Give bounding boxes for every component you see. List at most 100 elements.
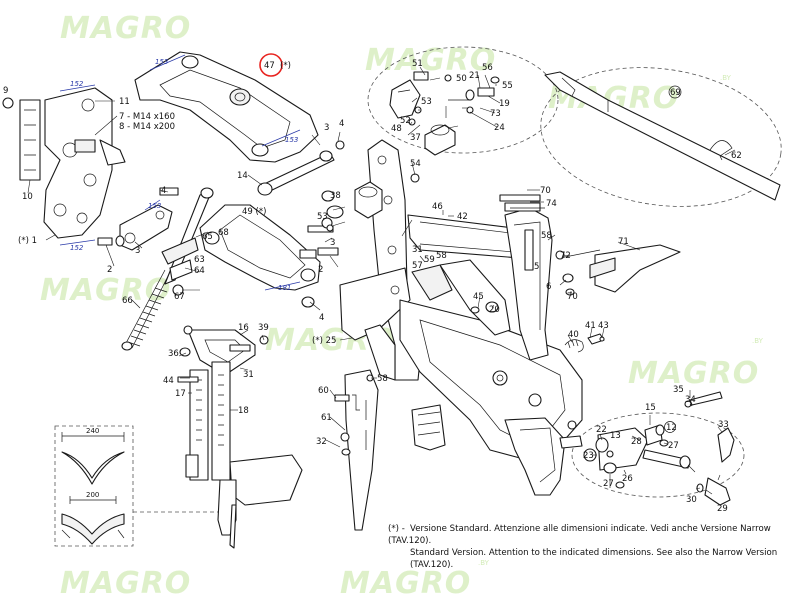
callout: 43 — [598, 321, 609, 331]
detail-ellipse-top — [367, 46, 559, 154]
callout: 21 — [469, 71, 480, 81]
callout: 71 — [618, 237, 629, 247]
callout: 36 — [168, 349, 179, 359]
callout: 67 — [174, 292, 185, 302]
callout: 26 — [622, 474, 633, 484]
footnote-line-en: Standard Version. Attention to the indic… — [410, 548, 778, 570]
callout: 66 — [122, 296, 133, 306]
callout: 32 — [316, 437, 327, 447]
detail-leader — [133, 430, 226, 513]
callout: 22 — [596, 425, 607, 435]
callout: 39 — [258, 323, 269, 333]
callout: 53 — [317, 212, 328, 222]
callout: 41 — [585, 321, 596, 331]
callout: 33 — [718, 420, 729, 430]
spring-40 — [564, 333, 605, 353]
callout: 3 — [324, 123, 329, 133]
dimension-label: 181 — [278, 284, 291, 292]
watermark: MAGRO — [340, 566, 471, 600]
callout: 31 — [412, 245, 423, 255]
dimension-label: 153 — [285, 136, 298, 144]
callout: 74 — [546, 199, 557, 209]
callout: 54 — [410, 159, 421, 169]
callout: (*) 1 — [18, 236, 37, 246]
watermark: MAGRO — [60, 566, 191, 600]
callout: 20 — [489, 305, 500, 315]
callout: 19 — [499, 99, 510, 109]
callout: 3 — [330, 238, 335, 248]
bottom-detail-parts — [559, 391, 735, 506]
bolts-left — [97, 187, 339, 308]
leader-lines — [27, 66, 736, 495]
watermark-suffix: .BY — [478, 559, 490, 567]
watermark: MAGRO — [40, 273, 171, 308]
callout: 4 — [339, 119, 344, 129]
callout: 51 — [412, 59, 423, 69]
callout: 17 — [175, 389, 186, 399]
callout-47: 47 — [264, 61, 275, 71]
watermark-suffix: .BY — [720, 74, 732, 82]
detail-box-section — [54, 425, 134, 547]
callout: 53 — [421, 97, 432, 107]
callout: 46 — [432, 202, 443, 212]
callout: 8 - M14 x200 — [119, 122, 175, 132]
detail-ellipse-bottom — [571, 412, 745, 498]
watermark: MAGRO — [365, 43, 496, 78]
callout: 2 — [318, 265, 323, 275]
plate-71 — [499, 194, 681, 296]
pin-14 — [257, 140, 345, 196]
footnote: (*) -Versione Standard. Attenzione alle … — [388, 523, 800, 571]
callout: 57 — [412, 261, 423, 271]
top-detail-parts — [389, 71, 500, 156]
callout: 29 — [717, 504, 728, 514]
callout: 45 — [473, 292, 484, 302]
callout-numbers: (*) 1 2 2 3 3 3 4 4 4 5 6 7 - M14 x160 8… — [3, 59, 742, 514]
callout: 16 — [238, 323, 249, 333]
callout: 58 — [541, 231, 552, 241]
rod-62 — [544, 71, 781, 201]
callout: 18 — [238, 406, 249, 416]
main-frame — [339, 139, 583, 496]
dimension-label: 152 — [70, 244, 84, 252]
callout: 27 — [668, 441, 679, 451]
callout: 4 — [319, 313, 324, 323]
callout: 72 — [560, 251, 571, 261]
callout: 40 — [568, 330, 579, 340]
dimension-label: 153 — [155, 58, 168, 66]
dimension-labels: 152 152 153 153 153 181 240 200 — [70, 58, 298, 499]
callout: 24 — [494, 123, 505, 133]
callout: 35 — [673, 385, 684, 395]
callout: 60 — [318, 386, 329, 396]
callout: 63 — [194, 255, 205, 265]
lower-link-49 — [199, 204, 321, 291]
callout: 42 — [457, 212, 468, 222]
dimension-label: 153 — [148, 202, 161, 210]
callout: 4 — [161, 186, 166, 196]
dimension-label: 200 — [86, 491, 99, 499]
callout: 70 — [540, 186, 551, 196]
callout: 7 - M14 x160 — [119, 112, 175, 122]
callout: 65 — [202, 232, 213, 242]
callout: 9 — [3, 86, 8, 96]
callout: 14 — [237, 171, 248, 181]
watermark-suffix: .BY — [752, 337, 764, 345]
watermark: MAGRO — [60, 11, 191, 46]
callout: 61 — [321, 413, 332, 423]
footnote-marker: (*) - — [388, 524, 405, 534]
callout: 23 — [583, 451, 594, 461]
bushing-38 — [326, 173, 420, 232]
callout: 30 — [686, 495, 697, 505]
callout: 34 — [685, 395, 696, 405]
callout: 68 — [218, 228, 229, 238]
callout: 55 — [502, 81, 513, 91]
left-bracket-plate — [2, 84, 126, 246]
callout: 44 — [163, 376, 174, 386]
watermark: MAGRO — [628, 356, 759, 391]
callout: 2 — [107, 265, 112, 275]
callout: 62 — [731, 151, 742, 161]
callout: (*) — [280, 61, 291, 71]
callout: 15 — [645, 403, 656, 413]
callout: 73 — [490, 109, 501, 119]
callout: 56 — [482, 63, 493, 73]
